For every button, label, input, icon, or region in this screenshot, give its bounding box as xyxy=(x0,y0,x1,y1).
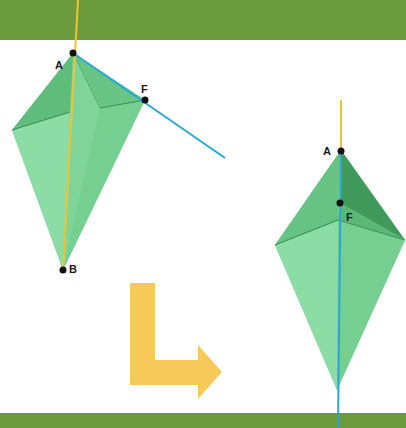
bottom-band xyxy=(0,413,406,428)
yellow-axis xyxy=(340,100,342,150)
point-dot xyxy=(337,200,344,207)
left-kite xyxy=(12,53,145,270)
l-arrow xyxy=(130,283,222,399)
point-label: A xyxy=(55,60,63,71)
point-label: B xyxy=(69,264,77,275)
blue-edge-line xyxy=(73,53,225,158)
yellow-axis xyxy=(63,0,78,270)
point-label: A xyxy=(323,146,331,157)
point-dot xyxy=(70,50,77,57)
point-label: F xyxy=(346,212,353,223)
blue-edge-line xyxy=(338,150,341,428)
point-dot xyxy=(60,267,67,274)
top-band xyxy=(0,0,406,40)
point-dot xyxy=(338,148,345,155)
point-dot xyxy=(142,97,149,104)
point-label: F xyxy=(141,84,148,95)
